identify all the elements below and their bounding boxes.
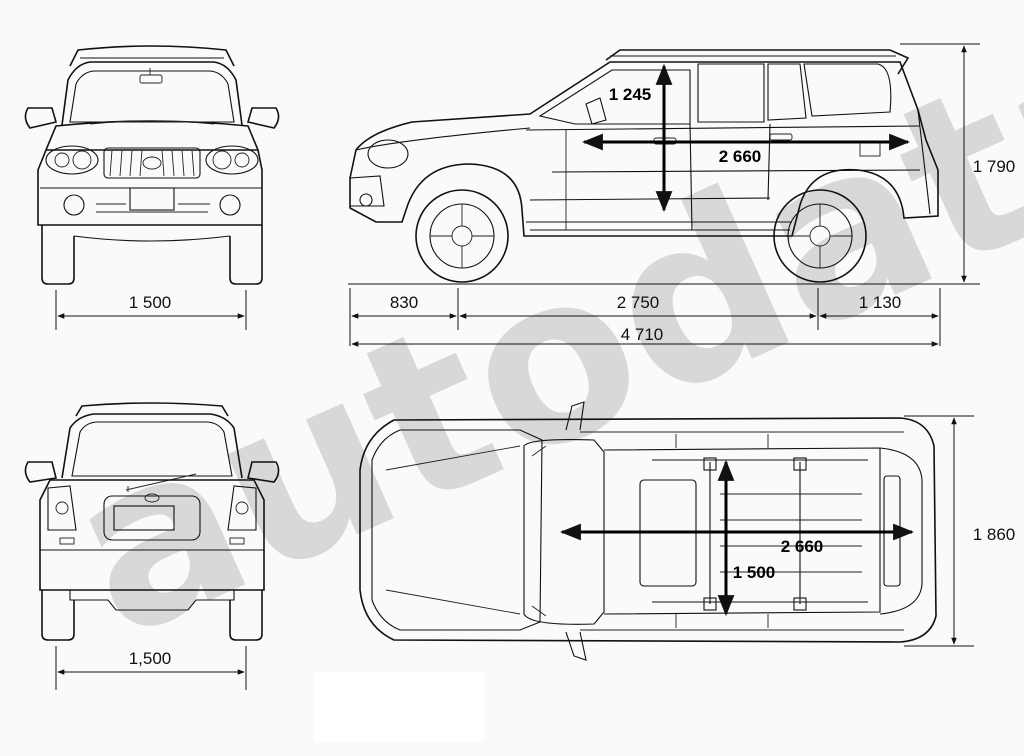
interior-length-top-label: 2 660 <box>781 537 824 556</box>
dimension-labels: 1 500 1,500 830 2 750 1 130 4 710 1 790 … <box>118 85 1015 668</box>
overall-height-label: 1 790 <box>973 157 1016 176</box>
rear-view <box>24 402 280 641</box>
front-track-label: 1 500 <box>129 293 172 312</box>
overall-length-label: 4 710 <box>621 325 664 344</box>
wheelbase-label: 2 750 <box>617 293 660 312</box>
watermark-text: autodata.ru <box>34 0 1024 690</box>
overall-width-label: 1 860 <box>973 525 1016 544</box>
interior-width-label: 1 500 <box>733 563 776 582</box>
interior-length-side-label: 2 660 <box>719 147 762 166</box>
front-view <box>24 45 280 285</box>
top-view <box>359 401 937 661</box>
front-overhang-label: 830 <box>390 293 418 312</box>
rear-track-label: 1,500 <box>129 649 172 668</box>
blank-patch <box>314 672 484 742</box>
dimension-lines <box>55 43 980 690</box>
interior-height-label: 1 245 <box>609 85 652 104</box>
watermark: autodata.ru <box>34 0 1024 690</box>
rear-overhang-label: 1 130 <box>859 293 902 312</box>
